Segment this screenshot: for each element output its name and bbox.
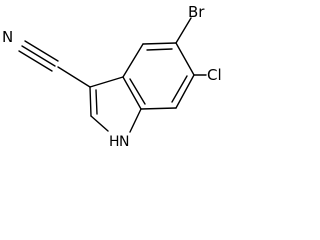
c4-c5-inner-bond <box>146 48 173 51</box>
bromo-label: Br <box>188 3 205 21</box>
c5-c6-bond <box>175 42 195 76</box>
c6-c7-inner-bond <box>171 75 188 103</box>
c5-br-bond <box>175 17 192 44</box>
c4-c5-bond <box>142 42 177 45</box>
chloro-label: Cl <box>207 66 222 84</box>
c3a-c7a-inner-bond <box>129 78 146 105</box>
c3-c3a-bond <box>89 76 124 88</box>
indole-nh-h-label: H <box>109 134 120 150</box>
c2-n1-bond <box>90 115 109 132</box>
c3-c2-bond <box>89 86 92 117</box>
structure-diagram: N Br Cl H N <box>0 0 236 161</box>
c6-c7-bond <box>175 74 195 109</box>
c3-cn-bond <box>57 66 91 88</box>
indole-n-label: N <box>119 134 129 150</box>
c3a-c7a-bond <box>122 76 142 110</box>
nitrile-bond <box>18 40 59 72</box>
c3-c2-double-bond <box>95 89 98 115</box>
c7-c7a-bond <box>140 107 177 110</box>
nitrile-n-label: N <box>2 28 13 46</box>
molecule-svg: N Br Cl H N <box>2 3 222 150</box>
n1-c7a-bond <box>129 108 142 133</box>
c3a-c4-bond <box>122 43 144 78</box>
